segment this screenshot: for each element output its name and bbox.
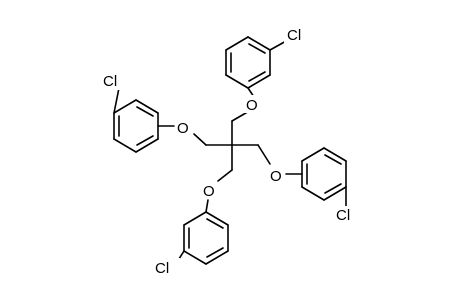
ring-top (225, 36, 289, 101)
bond-inner (324, 154, 342, 165)
bond (301, 186, 325, 201)
bond (205, 211, 229, 226)
bond-inner (136, 106, 154, 117)
ring-left (113, 87, 175, 153)
chlorine-label-bottom: Cl (155, 260, 169, 277)
bond (113, 99, 137, 114)
bond-inner (248, 43, 266, 54)
bond (135, 138, 159, 153)
oxygen-label-right: O (270, 168, 282, 185)
bond (301, 147, 325, 162)
bond-inner (206, 247, 224, 258)
oxygen-label-left: O (177, 120, 189, 137)
bond (205, 199, 209, 213)
bond (183, 211, 207, 226)
bond (257, 144, 271, 165)
oxygen-label-top: O (246, 97, 258, 114)
ring-bottom (176, 199, 229, 265)
chlorine-label-left: Cl (103, 73, 117, 90)
bond (323, 186, 347, 201)
bond (247, 36, 271, 51)
bond (135, 99, 159, 114)
ring-right (285, 147, 347, 207)
bond (205, 250, 229, 265)
bond (113, 87, 120, 114)
core-skeleton (193, 109, 271, 182)
atom-label-group: Cl O Cl O O Cl O Cl (100, 26, 362, 277)
oxygen-label-bottom: O (203, 183, 215, 200)
chlorine-label-right: Cl (336, 207, 350, 224)
bond-inner (324, 183, 342, 194)
chlorine-label-top: Cl (287, 27, 301, 44)
bond (183, 250, 207, 265)
bond-inner (248, 71, 266, 82)
bond (225, 36, 249, 51)
bond (323, 147, 347, 162)
bond (113, 138, 137, 153)
bond (247, 74, 271, 89)
bond (217, 169, 233, 182)
bond (193, 133, 207, 146)
bond-inner (206, 218, 224, 229)
bond (225, 74, 249, 89)
bond-inner (136, 135, 154, 146)
